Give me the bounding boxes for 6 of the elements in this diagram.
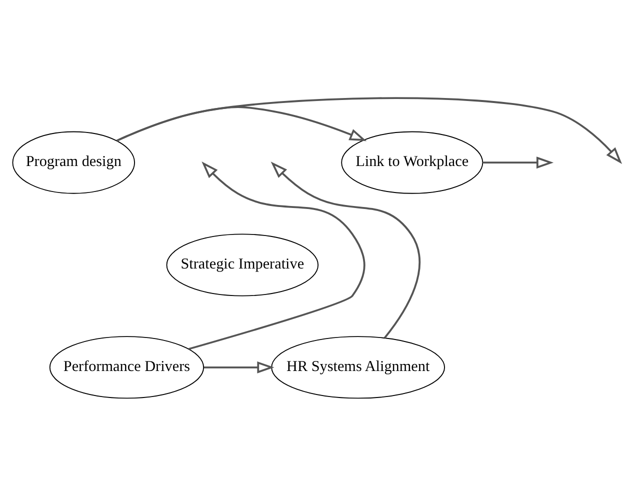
- node-ellipse: HR Systems Alignment: [271, 336, 446, 399]
- node-ellipse: Strategic Imperative: [166, 234, 319, 296]
- node-ellipse: Performance Drivers: [49, 336, 204, 399]
- node-ellipse: Link to Workplace: [341, 131, 484, 194]
- node-ellipse: Program design: [12, 131, 136, 194]
- arrow: [204, 361, 274, 374]
